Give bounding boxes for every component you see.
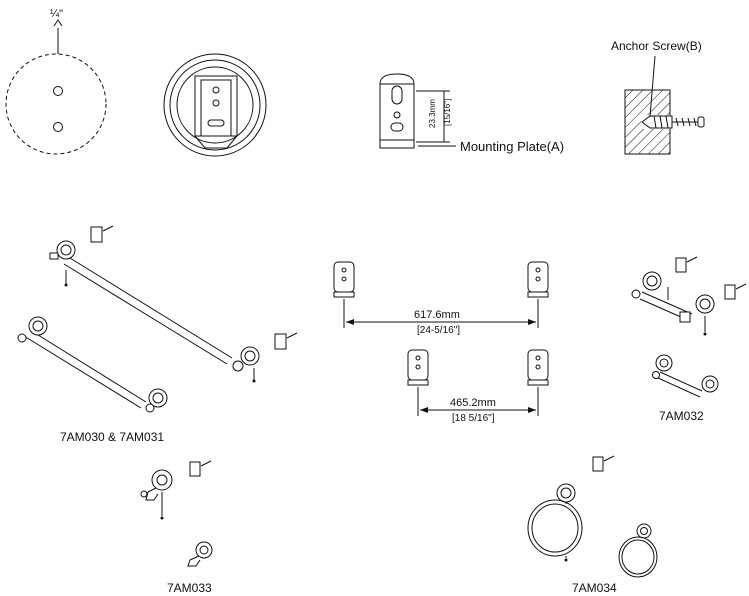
robe-hook-exploded — [140, 460, 212, 520]
lower-spacing-mm: 465.2mm — [450, 397, 496, 409]
paper-holder-label: 7AM032 — [659, 409, 704, 423]
drill-size-label: ¼" — [50, 8, 63, 20]
towel-bar-long — [49, 225, 298, 383]
spacing-diagram: 617.6mm [24-5/16"] 465.2mm [18 5/16"] — [333, 261, 549, 424]
drill-hole-top — [53, 86, 63, 96]
bracket-lower-right — [527, 349, 549, 386]
upper-spacing-in: [24-5/16"] — [417, 325, 460, 336]
upper-spacing-mm: 617.6mm — [414, 309, 460, 321]
plate-height-mm: 23.3mm — [428, 99, 437, 128]
mounting-plate-label: Mounting Plate(A) — [460, 139, 564, 154]
towel-ring-exploded — [527, 455, 615, 562]
drill-template: ¼" — [5, 8, 107, 155]
towel-bar-short — [17, 316, 168, 413]
escutcheon-front-view — [163, 53, 267, 157]
bracket-upper-right — [527, 261, 549, 298]
drill-hole-bottom — [53, 122, 63, 132]
towel-ring-assembled — [618, 523, 658, 578]
robe-hook-label: 7AM033 — [167, 581, 212, 595]
bracket-upper-left — [333, 261, 355, 298]
lower-spacing-in: [18 5/16"] — [452, 413, 495, 424]
paper-holder-exploded — [631, 256, 747, 336]
robe-hook-assembled — [187, 541, 213, 567]
plate-height-in: [15/16"] — [443, 99, 452, 126]
paper-holder-assembled — [652, 354, 719, 398]
towel-ring-label: 7AM034 — [572, 581, 617, 595]
anchor-screw-detail: Anchor Screw(B) — [611, 39, 705, 155]
bracket-lower-left — [407, 349, 429, 386]
mounting-plate-side-view: 23.3mm [15/16"] Mounting Plate(A) — [379, 73, 564, 154]
anchor-screw-label: Anchor Screw(B) — [611, 39, 702, 53]
towel-bars-label: 7AM030 & 7AM031 — [60, 430, 164, 444]
